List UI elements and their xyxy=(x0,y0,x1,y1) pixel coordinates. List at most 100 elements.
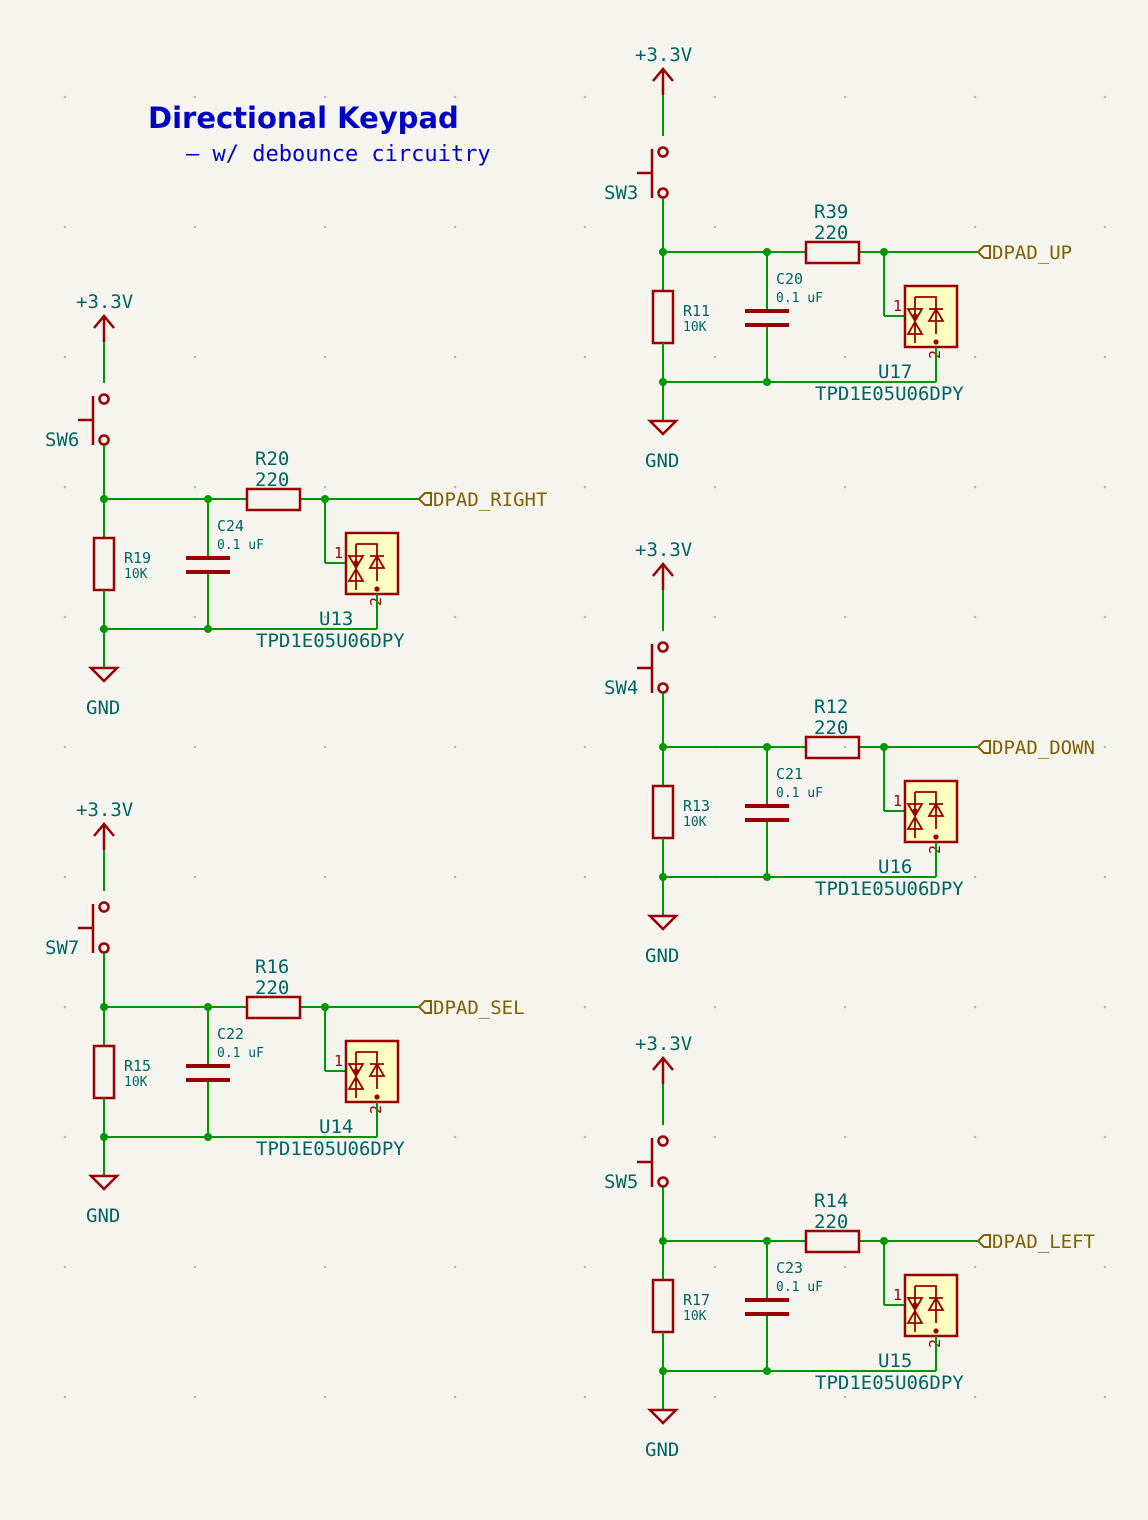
pulldown-value: 10K xyxy=(124,1075,148,1090)
capacitor-ref: C21 xyxy=(776,765,803,783)
capacitor-ref: C22 xyxy=(217,1025,244,1043)
vcc-label: +3.3V xyxy=(635,44,692,66)
tvs-pin1: 1 xyxy=(893,792,902,810)
series-resistor-value: 220 xyxy=(814,222,848,244)
tvs-pin1: 1 xyxy=(893,1286,902,1304)
tvs-pin1: 1 xyxy=(893,297,902,315)
pulldown-value: 10K xyxy=(124,567,148,582)
net-name: DPAD_SEL xyxy=(433,997,525,1019)
net-label: DPAD_SEL xyxy=(417,997,525,1019)
capacitor-ref: C20 xyxy=(776,270,803,288)
net-name: DPAD_UP xyxy=(992,242,1072,264)
capacitor-ref: C23 xyxy=(776,1259,803,1277)
push-switch: SW6 xyxy=(45,393,110,451)
ground-symbol: GND xyxy=(645,1408,679,1461)
capacitor-value: 0.1 uF xyxy=(776,1280,823,1295)
ground-symbol: GND xyxy=(86,666,120,719)
tvs-ref: U13 xyxy=(319,608,353,630)
series-resistor-ref: R39 xyxy=(814,201,848,223)
push-switch: SW7 xyxy=(45,901,110,959)
tvs-ref: U17 xyxy=(878,361,912,383)
pulldown-value: 10K xyxy=(683,815,707,830)
gnd-label: GND xyxy=(645,1439,679,1461)
pulldown-ref: R17 xyxy=(683,1291,710,1309)
push-switch: SW4 xyxy=(604,641,669,699)
vcc-label: +3.3V xyxy=(76,799,133,821)
vcc-power-symbol: +3.3V xyxy=(635,44,692,95)
net-label: DPAD_DOWN xyxy=(976,737,1095,759)
switch-ref: SW3 xyxy=(604,182,638,204)
pulldown-value: 10K xyxy=(683,1309,707,1324)
pulldown-value: 10K xyxy=(683,320,707,335)
capacitor-value: 0.1 uF xyxy=(776,786,823,801)
series-resistor-value: 220 xyxy=(255,977,289,999)
series-resistor-value: 220 xyxy=(814,1211,848,1233)
capacitor-value: 0.1 uF xyxy=(776,291,823,306)
tvs-ref: U16 xyxy=(878,856,912,878)
debounce-capacitor: C23 0.1 uF xyxy=(745,1259,823,1316)
net-name: DPAD_RIGHT xyxy=(433,489,547,511)
series-resistor-ref: R14 xyxy=(814,1190,848,1212)
tvs-part-number: TPD1E05U06DPY xyxy=(815,878,964,900)
tvs-part-number: TPD1E05U06DPY xyxy=(256,1138,405,1160)
series-resistor-value: 220 xyxy=(814,717,848,739)
vcc-label: +3.3V xyxy=(635,539,692,561)
gnd-label: GND xyxy=(86,697,120,719)
vcc-power-symbol: +3.3V xyxy=(76,291,133,342)
gnd-label: GND xyxy=(86,1205,120,1227)
pulldown-ref: R15 xyxy=(124,1057,151,1075)
debounce-capacitor: C21 0.1 uF xyxy=(745,765,823,822)
debounce-capacitor: C20 0.1 uF xyxy=(745,270,823,327)
capacitor-value: 0.1 uF xyxy=(217,538,264,553)
pulldown-ref: R11 xyxy=(683,302,710,320)
ground-symbol: GND xyxy=(645,419,679,472)
capacitor-ref: C24 xyxy=(217,517,244,535)
vcc-power-symbol: +3.3V xyxy=(635,539,692,590)
tvs-part-number: TPD1E05U06DPY xyxy=(256,630,405,652)
sheet-subtitle: – w/ debounce circuitry xyxy=(186,142,491,167)
tvs-pin1: 1 xyxy=(334,1052,343,1070)
sheet-title: Directional Keypad xyxy=(148,101,459,135)
vcc-label: +3.3V xyxy=(635,1033,692,1055)
net-name: DPAD_DOWN xyxy=(992,737,1095,759)
net-label: DPAD_LEFT xyxy=(976,1231,1095,1253)
debounce-capacitor: C24 0.1 uF xyxy=(186,517,264,574)
ground-symbol: GND xyxy=(645,914,679,967)
tvs-ref: U14 xyxy=(319,1116,353,1138)
push-switch: SW5 xyxy=(604,1135,669,1193)
push-switch: SW3 xyxy=(604,146,669,204)
vcc-power-symbol: +3.3V xyxy=(76,799,133,850)
series-resistor-ref: R20 xyxy=(255,448,289,470)
tvs-part-number: TPD1E05U06DPY xyxy=(815,383,964,405)
tvs-pin1: 1 xyxy=(334,544,343,562)
switch-ref: SW4 xyxy=(604,677,638,699)
pulldown-ref: R19 xyxy=(124,549,151,567)
switch-ref: SW5 xyxy=(604,1171,638,1193)
gnd-label: GND xyxy=(645,945,679,967)
capacitor-value: 0.1 uF xyxy=(217,1046,264,1061)
switch-ref: SW7 xyxy=(45,937,79,959)
net-name: DPAD_LEFT xyxy=(992,1231,1095,1253)
tvs-ref: U15 xyxy=(878,1350,912,1372)
series-resistor-ref: R16 xyxy=(255,956,289,978)
